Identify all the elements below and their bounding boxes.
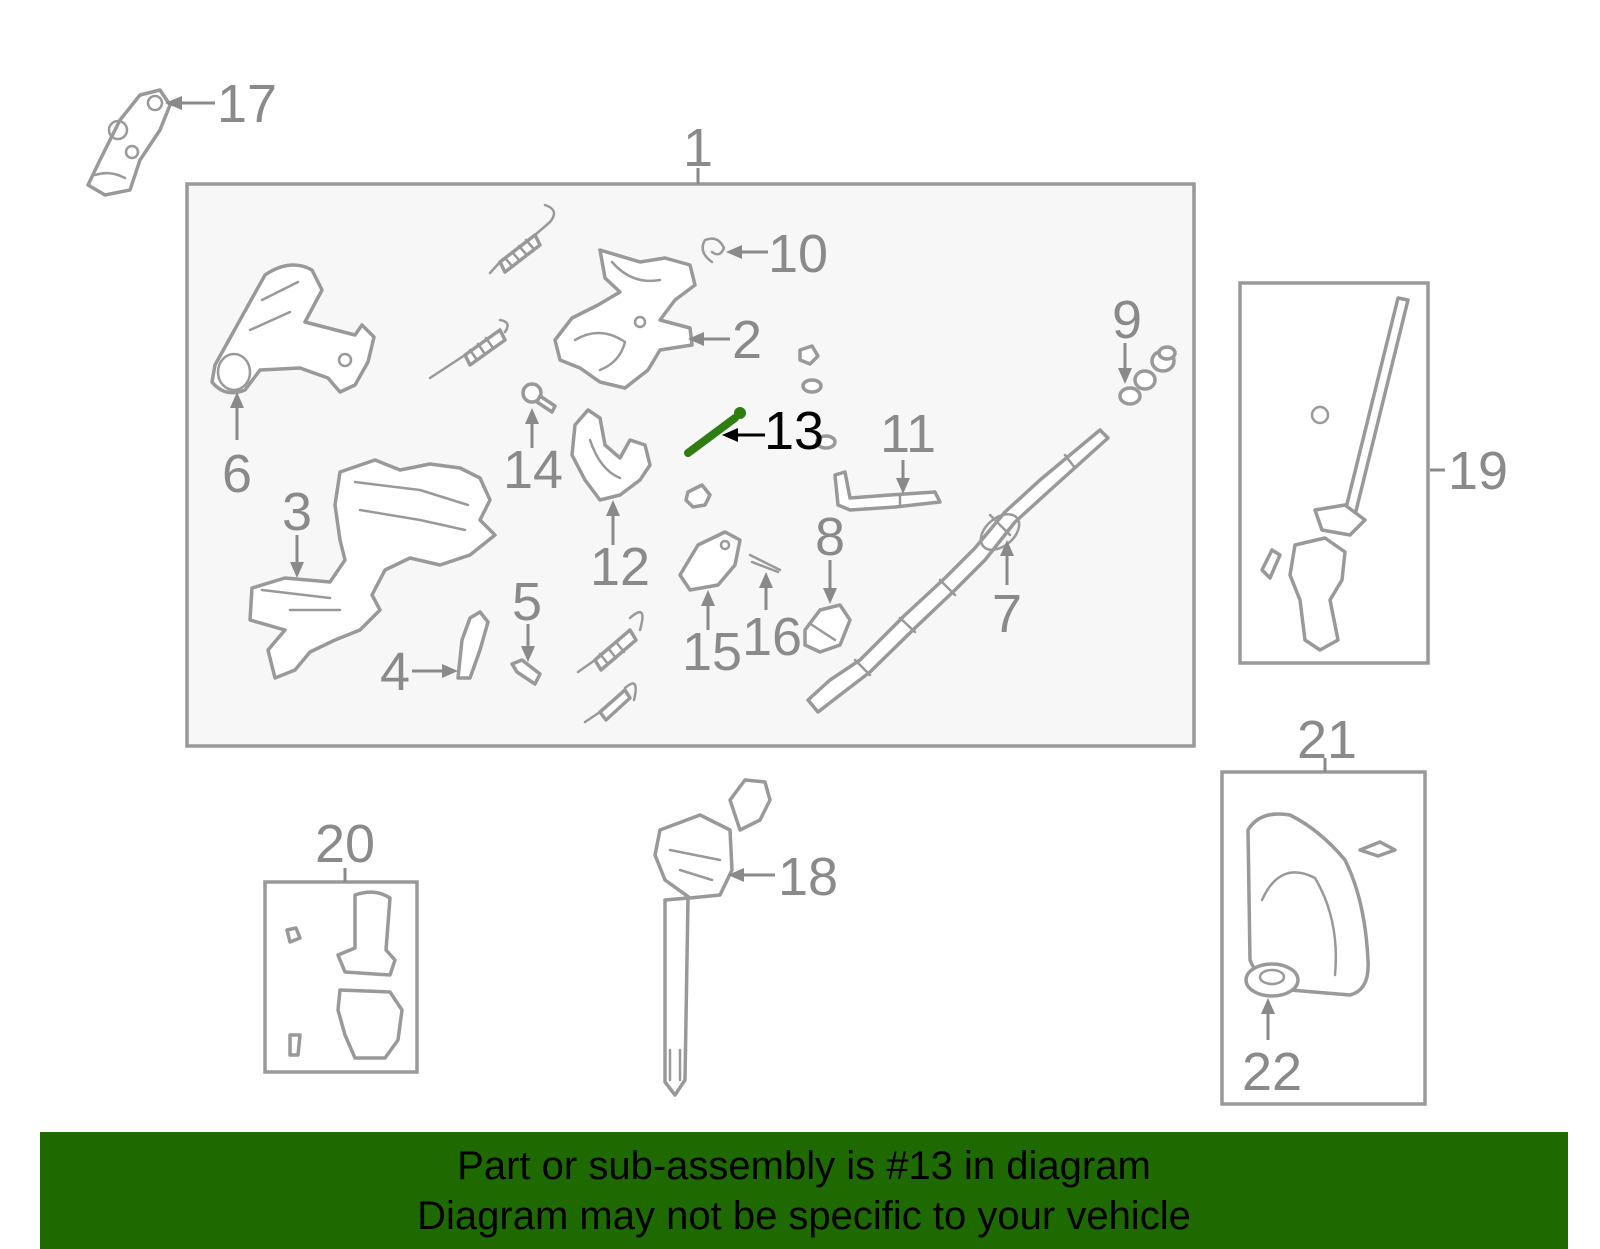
leader-15 (701, 590, 715, 630)
spring-top-drawing (488, 203, 556, 275)
callout-17[interactable]: 17 (217, 74, 277, 134)
callout-4[interactable]: 4 (380, 642, 410, 702)
callout-22[interactable]: 22 (1242, 1042, 1302, 1102)
leader-3 (290, 535, 304, 578)
part-10-drawing[interactable] (701, 237, 726, 264)
callout-3[interactable]: 3 (282, 482, 312, 542)
part-17-drawing[interactable] (86, 88, 172, 197)
callout-2[interactable]: 2 (732, 310, 762, 370)
callout-11[interactable]: 11 (880, 404, 936, 464)
parts-diagram: 17 1 6 2 10 (86, 74, 1508, 1106)
part-2-drawing[interactable] (553, 248, 697, 390)
small-pieces-drawing (798, 344, 837, 450)
callout-8[interactable]: 8 (815, 507, 845, 567)
callout-19[interactable]: 19 (1448, 441, 1508, 501)
leader-9 (1118, 343, 1132, 384)
info-banner: Part or sub-assembly is #13 in diagram D… (40, 1132, 1568, 1249)
small-bolt-drawing (684, 483, 712, 509)
leader-16 (759, 572, 773, 610)
leader-2 (688, 332, 730, 346)
part-18-drawing[interactable] (653, 778, 772, 1097)
banner-line-part: Part or sub-assembly is #13 in diagram (457, 1143, 1151, 1188)
callout-13[interactable]: 13 (764, 401, 824, 461)
part-15-drawing[interactable] (678, 530, 742, 592)
part-9-drawing[interactable] (1118, 345, 1177, 406)
leader-11 (896, 460, 910, 494)
part-8-drawing[interactable] (803, 603, 852, 654)
part-6-drawing[interactable] (210, 263, 376, 395)
callout-16[interactable]: 16 (742, 607, 802, 667)
part-22-drawing[interactable] (1244, 962, 1300, 998)
part-5-drawing[interactable] (510, 658, 542, 686)
callout-14[interactable]: 14 (503, 440, 563, 500)
callout-15[interactable]: 15 (682, 622, 742, 682)
callout-6[interactable]: 6 (222, 444, 252, 504)
part-11-drawing[interactable] (833, 470, 942, 512)
leader-5 (521, 624, 535, 662)
part-13-drawing[interactable] (684, 407, 746, 457)
callout-7[interactable]: 7 (992, 584, 1022, 644)
part-4-drawing[interactable] (456, 610, 490, 680)
part-3-drawing[interactable] (248, 458, 497, 680)
part-14-drawing[interactable] (521, 382, 557, 414)
leader-7 (1000, 540, 1014, 585)
leader-13 (722, 428, 765, 442)
callout-20[interactable]: 20 (315, 814, 375, 874)
spring-mid-drawing (428, 318, 509, 380)
leader-10 (726, 245, 768, 259)
part-12-drawing[interactable] (570, 408, 652, 502)
callout-5[interactable]: 5 (512, 572, 542, 632)
callout-9[interactable]: 9 (1112, 290, 1142, 350)
leader-17 (165, 96, 215, 110)
part-7-drawing[interactable] (806, 428, 1110, 714)
part-16-drawing[interactable] (748, 553, 782, 574)
callout-12[interactable]: 12 (590, 537, 650, 597)
callout-21[interactable]: 21 (1297, 710, 1357, 770)
leader-18 (728, 868, 775, 882)
leader-8 (823, 560, 837, 604)
callout-10[interactable]: 10 (768, 224, 828, 284)
leader-22 (1261, 998, 1275, 1040)
leader-6 (230, 392, 244, 440)
spring-bottom-drawing (576, 610, 644, 724)
leader-12 (606, 500, 620, 545)
leader-4 (412, 664, 458, 678)
callout-1[interactable]: 1 (683, 118, 713, 178)
banner-line-disclaimer: Diagram may not be specific to your vehi… (417, 1193, 1191, 1238)
leader-14 (525, 408, 539, 448)
part-19-drawing[interactable] (1260, 296, 1410, 652)
callout-18[interactable]: 18 (778, 847, 838, 907)
part-20-drawing[interactable] (285, 890, 404, 1060)
